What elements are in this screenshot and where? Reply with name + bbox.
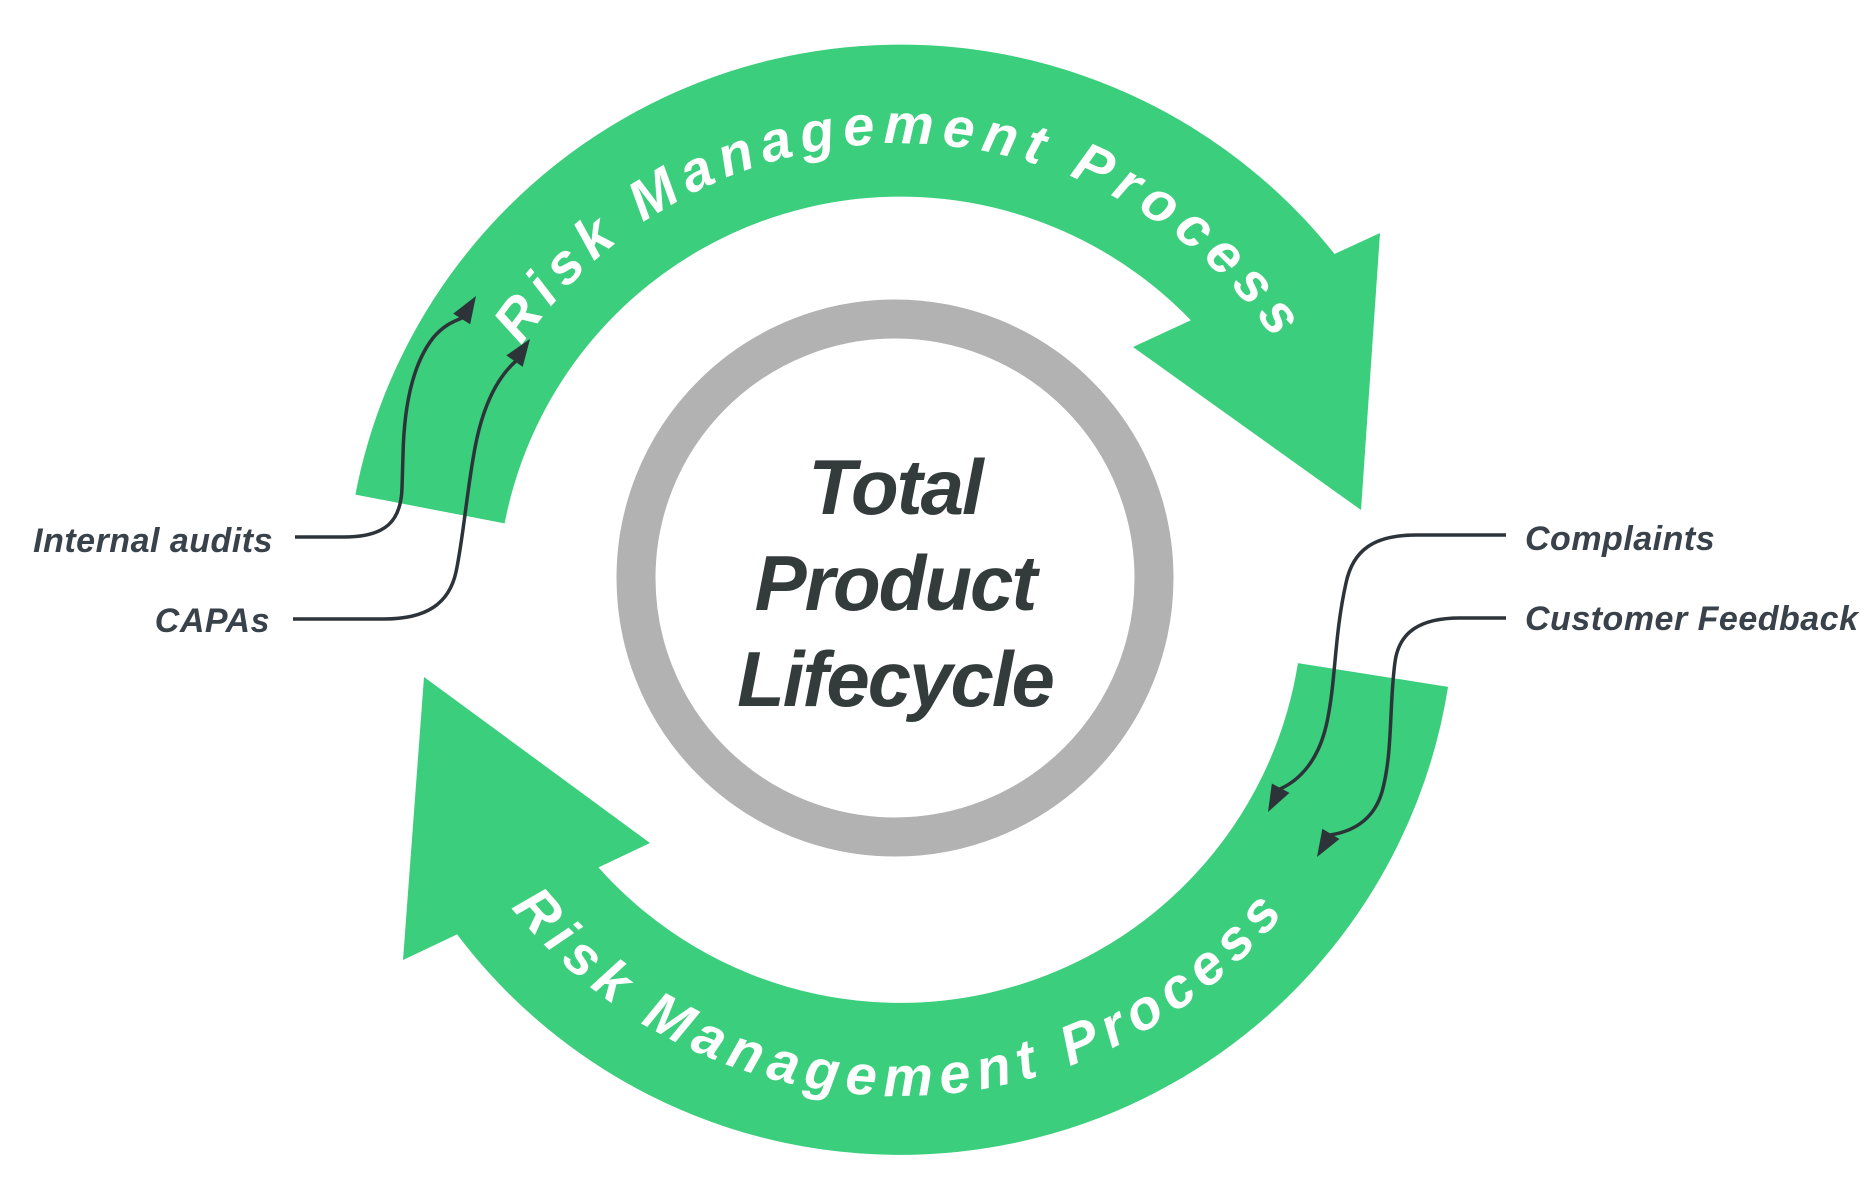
complaints-label: Complaints (1525, 520, 1715, 558)
top-arc-band (355, 44, 1338, 524)
center-title-line-3: Lifecycle (737, 635, 1053, 723)
customer-feedback-connector (1329, 616, 1506, 837)
capas-connector (293, 359, 518, 621)
center-ring (616, 299, 1174, 857)
center-title-line-1: Total (808, 443, 985, 531)
capas-label: CAPAs (155, 602, 270, 640)
bottom-arc-band (440, 662, 1449, 1155)
customer-feedback-arrowhead-icon (1317, 828, 1340, 857)
complaints-arrowhead-icon (1268, 783, 1290, 812)
customer-feedback-label: Customer Feedback (1525, 600, 1860, 638)
complaints-connector (1279, 533, 1506, 791)
internal-audits-connector (295, 316, 463, 539)
internal-audits-label: Internal audits (33, 522, 273, 560)
top-arc-arrowhead-icon (1133, 233, 1380, 510)
capas-arrowhead-icon (506, 339, 530, 367)
center-title-line-2: Product (755, 539, 1041, 627)
bottom-arc-arrowhead-icon (403, 677, 650, 960)
internal-audits-arrowhead-icon (453, 296, 476, 325)
